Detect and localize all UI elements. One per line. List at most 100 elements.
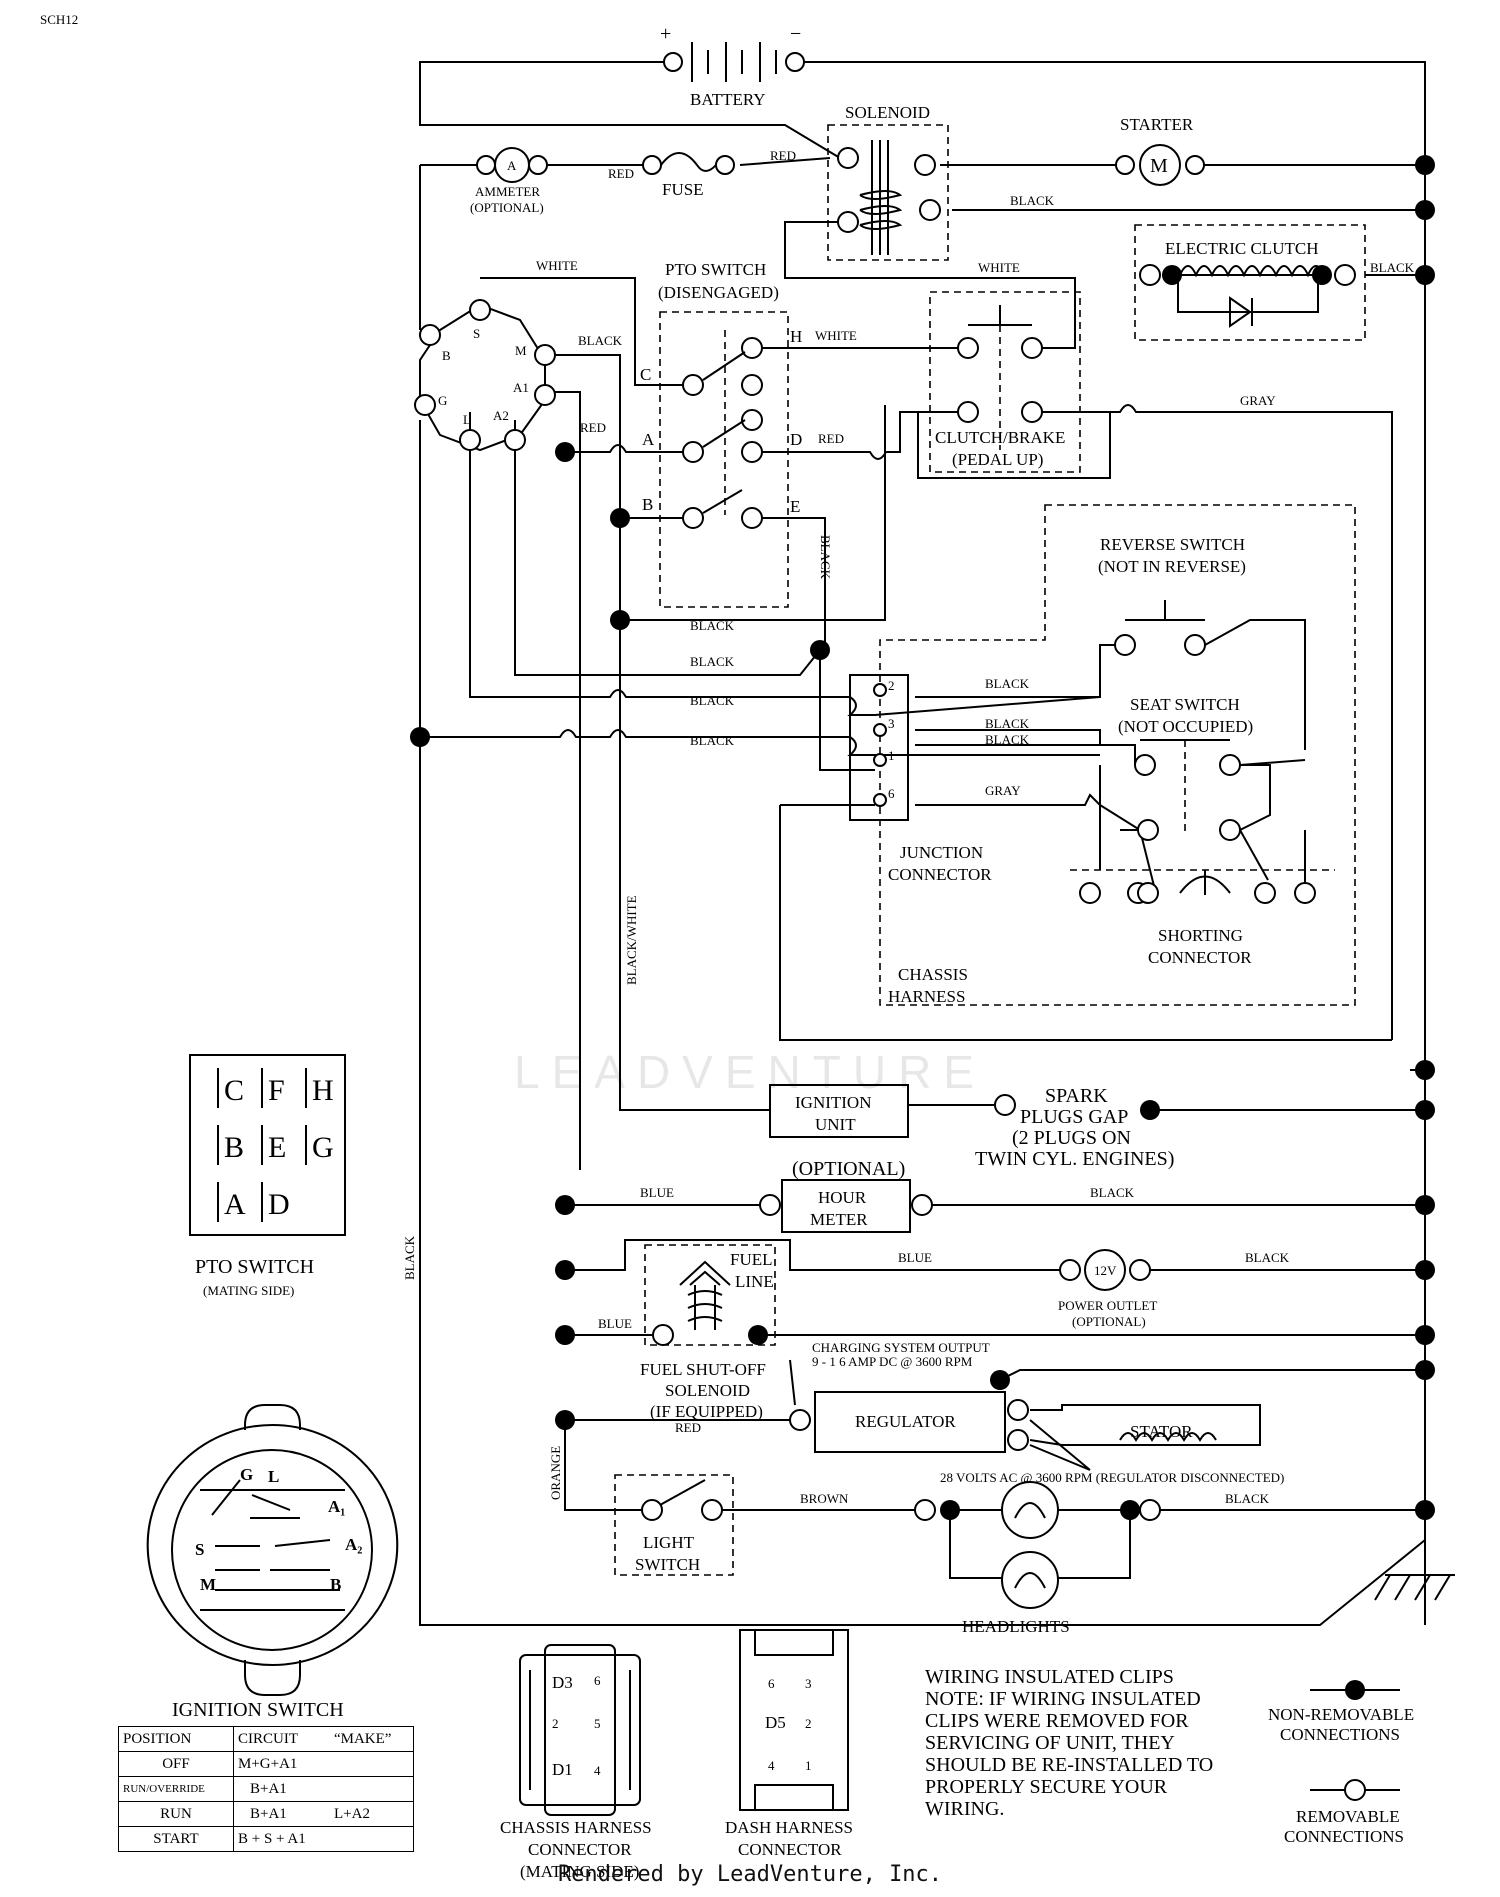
pto-mating-title: PTO SWITCH: [195, 1256, 314, 1278]
spark-label-3: (2 PLUGS ON: [1012, 1127, 1131, 1149]
power-outlet-symbol: 12V: [1094, 1263, 1117, 1278]
charging-output-label-1: CHARGING SYSTEM OUTPUT: [812, 1340, 990, 1355]
chassis-pin-5: 5: [594, 1716, 601, 1731]
table-header: POSITION: [118, 1726, 234, 1752]
watermark: LEADVENTURE: [514, 1046, 986, 1098]
reverse-switch-state: (NOT IN REVERSE): [1098, 557, 1246, 576]
headlights: HEADLIGHTS: [914, 1481, 1161, 1636]
ign-terminal-l: L: [463, 412, 471, 427]
reverse-switch-label: REVERSE SWITCH: [1100, 535, 1245, 554]
fuel-solenoid-label-2: SOLENOID: [665, 1381, 750, 1400]
chassis-connector-label-3: (MATING SIDE): [520, 1862, 639, 1881]
battery-label: BATTERY: [690, 90, 766, 109]
wire-label-red-d: RED: [818, 431, 844, 446]
table-row: OFF M+G+A1: [118, 1751, 414, 1777]
chassis-harness-connector: D3 6 2 5 D1 4 CHASSIS HARNESS CONNECTOR …: [500, 1644, 652, 1881]
hour-meter-label-1: HOUR: [818, 1188, 867, 1207]
fuse: FUSE: [642, 152, 735, 199]
dash-pin-2: 2: [805, 1716, 812, 1731]
wire-label-white-h: WHITE: [815, 328, 857, 343]
circuit-cell: B+A1: [232, 1801, 330, 1827]
legend-non-removable-2: CONNECTIONS: [1280, 1725, 1400, 1744]
connection-legend: NON-REMOVABLE CONNECTIONS REMOVABLE CONN…: [1268, 1680, 1414, 1846]
ign-terminal-g: G: [438, 393, 447, 408]
wire-label-gray-j6: GRAY: [985, 783, 1021, 798]
table-header: “MAKE”: [329, 1726, 414, 1752]
seat-switch-label: SEAT SWITCH: [1130, 695, 1240, 714]
legend-removable-2: CONNECTIONS: [1284, 1827, 1404, 1846]
wire-label-black-hour: BLACK: [1090, 1185, 1135, 1200]
light-switch: LIGHT SWITCH: [614, 1474, 734, 1576]
ammeter-label: AMMETER: [475, 184, 540, 199]
wire-label-red-ammeter: RED: [608, 166, 634, 181]
ignition-unit-label-1: IGNITION: [795, 1093, 871, 1112]
starter: STARTER M: [1115, 115, 1205, 186]
light-switch-label-2: SWITCH: [635, 1555, 700, 1574]
clutch-brake-label: CLUTCH/BRAKE: [935, 428, 1065, 447]
wire-label-brown: BROWN: [800, 1491, 849, 1506]
legend-non-removable-1: NON-REMOVABLE: [1268, 1705, 1414, 1724]
dash-pin-4: 4: [768, 1758, 775, 1773]
pto-terminal-b: B: [642, 495, 653, 514]
dash-connector-label-2: CONNECTOR: [738, 1840, 842, 1859]
position-cell: RUN/OVERRIDE: [118, 1776, 234, 1802]
wire-label-blue-outlet: BLUE: [898, 1250, 932, 1265]
clutch-brake-switch: CLUTCH/BRAKE (PEDAL UP): [929, 291, 1081, 473]
footer-rendered-by: Rendered by LeadVenture, Inc.: [557, 1862, 943, 1887]
table-row: RUN B+A1 L+A2: [118, 1801, 414, 1827]
chassis-pin-4: 4: [594, 1763, 601, 1778]
fuel-shutoff-solenoid: FUEL LINE FUEL SHUT-OFF SOLENOID (IF EQU…: [640, 1244, 776, 1421]
fuel-line-label-1: FUEL: [730, 1250, 773, 1269]
wire-label-black-j1: BLACK: [985, 732, 1030, 747]
hour-meter-label-2: METER: [810, 1210, 868, 1229]
wire-label-white-top: WHITE: [536, 258, 578, 273]
battery: + − BATTERY: [660, 23, 805, 109]
light-switch-label-1: LIGHT: [643, 1533, 695, 1552]
spark-label-2: PLUGS GAP: [1020, 1106, 1128, 1128]
pto-terminal-h: H: [790, 327, 802, 346]
legend-removable-1: REMOVABLE: [1296, 1807, 1400, 1826]
wire-label-blue-fuel: BLUE: [598, 1316, 632, 1331]
table-header-row: POSITION CIRCUIT “MAKE”: [118, 1726, 414, 1752]
battery-negative-symbol: −: [790, 23, 801, 45]
ign-terminal-m: M: [515, 343, 527, 358]
pto-terminal-a: A: [642, 430, 655, 449]
power-outlet: 12V POWER OUTLET (OPTIONAL): [1058, 1249, 1157, 1329]
ignition-switch-title: IGNITION SWITCH: [172, 1699, 344, 1721]
wire-label-white-clutch: WHITE: [978, 260, 1020, 275]
wiring-note: WIRING INSULATED CLIPS NOTE: IF WIRING I…: [925, 1666, 1213, 1820]
chassis-harness-label-2: HARNESS: [888, 987, 965, 1006]
ignition-unit: IGNITION UNIT: [769, 1084, 909, 1138]
table-row: START B + S + A1: [118, 1826, 414, 1852]
pto-mating-c: C: [224, 1074, 244, 1107]
circuit-extra-cell: L+A2: [329, 1801, 414, 1827]
wire-label-black-outlet: BLACK: [1245, 1250, 1290, 1265]
stator-label: STATOR: [1130, 1422, 1193, 1441]
wire-label-black-head: BLACK: [1225, 1491, 1270, 1506]
electric-clutch-label: ELECTRIC CLUTCH: [1165, 239, 1318, 258]
ign-terminal-b: B: [442, 348, 451, 363]
ign-face-b: B: [330, 1575, 341, 1594]
junction-connector-label-1: JUNCTION: [900, 843, 983, 862]
ignition-unit-label-2: UNIT: [815, 1115, 856, 1134]
ign-terminal-a1: A1: [513, 380, 529, 395]
pto-terminal-d: D: [790, 430, 802, 449]
ign-face-g: G: [240, 1465, 253, 1484]
hour-meter: (OPTIONAL) HOUR METER: [759, 1158, 933, 1233]
wire-label-red-reg: RED: [675, 1420, 701, 1435]
ign-terminal-a2: A2: [493, 408, 509, 423]
wire-label-black-white: BLACK/WHITE: [624, 895, 639, 985]
pto-mating-e: E: [268, 1131, 286, 1164]
wire-label-black-e: BLACK: [818, 535, 833, 580]
dash-harness-connector: 6 3 D5 2 4 1 DASH HARNESS CONNECTOR: [725, 1629, 853, 1859]
table-row: RUN/OVERRIDE B+A1: [118, 1776, 414, 1802]
wire-label-black-2: BLACK: [690, 654, 735, 669]
wire-label-black-j3: BLACK: [985, 716, 1030, 731]
spark-plugs: SPARK PLUGS GAP (2 PLUGS ON TWIN CYL. EN…: [975, 1085, 1174, 1170]
pto-mating-b: B: [224, 1131, 244, 1164]
chassis-pin-2: 2: [552, 1716, 559, 1731]
power-outlet-label-1: POWER OUTLET: [1058, 1298, 1157, 1313]
dash-pin-d5: D5: [765, 1713, 786, 1732]
wires: [419, 61, 1455, 1626]
junction-dots: [410, 155, 1435, 1520]
